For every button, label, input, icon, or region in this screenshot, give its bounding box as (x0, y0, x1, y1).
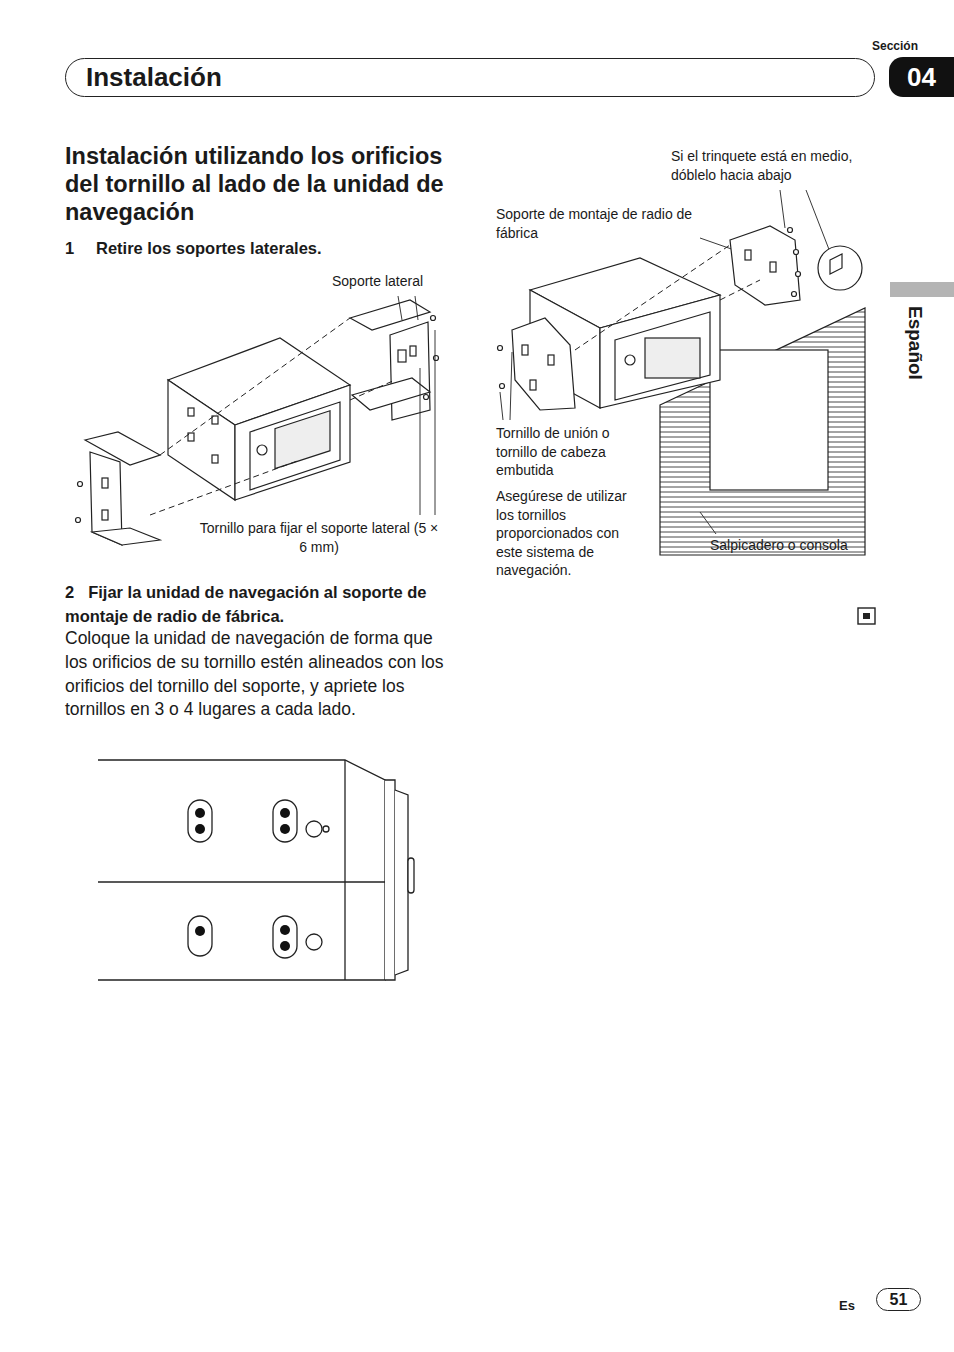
section-heading: Instalación utilizando los orificios del… (65, 142, 455, 226)
left-diagram (76, 300, 439, 545)
language-code: Es (839, 1298, 855, 1314)
part-label: Tornillo para fijar el soporte lateral (… (195, 519, 443, 557)
section-badge: 04 (889, 57, 954, 97)
step-heading: Retire los soportes laterales. (96, 238, 322, 259)
step-heading: Fijar la unidad de navegación al soporte… (65, 583, 427, 625)
part-label: Salpicadero o consola (710, 537, 848, 555)
header-bar: Instalación (65, 58, 875, 97)
node-text: 51 (890, 1289, 908, 1310)
section-label: Sección (872, 39, 918, 54)
language-tab: Español (890, 282, 954, 297)
step-block: 2Fijar la unidad de navegación al soport… (65, 580, 457, 628)
node-text: 04 (907, 57, 936, 97)
leader-lines (398, 190, 830, 534)
page-number: 51 (876, 1288, 921, 1311)
note-label: Asegúrese de utilizar los tornillos prop… (496, 487, 648, 580)
step-number: 1 (65, 238, 74, 259)
right-diagram (498, 226, 866, 555)
side-view (98, 760, 414, 980)
node-text: Español (904, 306, 926, 380)
node-text: Instalación (86, 62, 222, 93)
part-label: Tornillo de unión o tornillo de cabeza e… (496, 424, 636, 480)
body-text: Coloque la unidad de navegación de forma… (65, 627, 457, 722)
part-label: Si el trinquete está en medio, dóblelo h… (671, 147, 871, 185)
step-number: 2 (65, 583, 74, 601)
part-label: Soporte de montaje de radio de fábrica (496, 205, 721, 243)
part-label: Soporte lateral (332, 273, 423, 291)
